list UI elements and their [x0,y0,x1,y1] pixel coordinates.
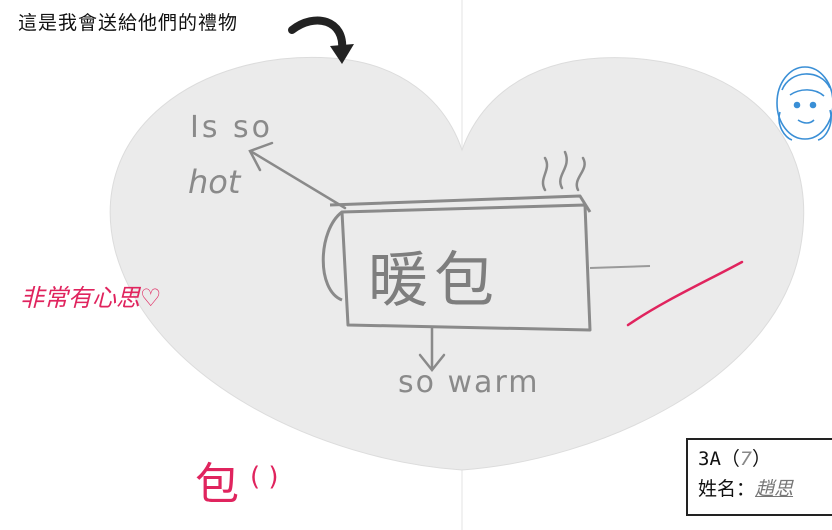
teacher-comment: 非常有心思♡ [20,278,162,313]
class-number: 7 [739,448,752,470]
label-hot: hot [188,163,241,201]
heart-shape [109,56,805,471]
student-name: 趙思 [755,478,794,500]
box-label: 暖包 [368,246,500,316]
class-close: ） [751,448,771,470]
sketch-line [589,265,651,269]
teacher-comment-text: 非常有心思 [20,284,140,312]
label-is-so: Is so [190,110,273,145]
princess-sticker-icon [776,66,832,141]
class-label: 3A（ [698,448,740,470]
class-row: 3A（7） [698,444,832,474]
heart-icon: ♡ [140,284,162,312]
name-row: 姓名：趙思 [698,474,832,504]
printed-title: 這是我會送給他們的禮物 [18,12,239,34]
pointer-arrow-icon [248,141,347,210]
curved-arrow-icon [288,16,354,64]
teacher-character: 包 [195,459,239,510]
label-so-warm: so warm [398,365,540,400]
name-box: 3A（7） 姓名：趙思 [686,438,832,516]
teacher-parens: ( ) [250,462,279,492]
hand-warmer-drawing [321,194,592,332]
name-label: 姓名： [698,478,756,500]
down-arrow-icon [418,326,446,373]
steam-icon [541,150,586,192]
checkmark-icon [626,260,744,327]
